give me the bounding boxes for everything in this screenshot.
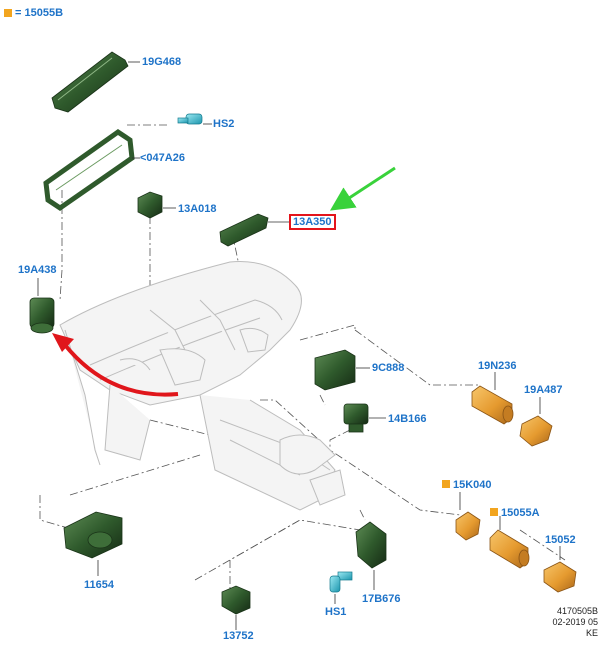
part-HS2-shape (177, 113, 203, 125)
part-11654-shape (63, 511, 123, 559)
legend: = 15055B (4, 7, 63, 19)
callout-19A487[interactable]: 19A487 (524, 384, 563, 396)
part-13A018-shape (137, 191, 163, 219)
footer-ref: 4170505B (556, 606, 598, 616)
part-047A26-shape (43, 128, 135, 212)
part-14B166-shape (343, 403, 369, 433)
part-15052-shape (543, 561, 577, 593)
callout-19G468[interactable]: 19G468 (142, 56, 182, 68)
callout-15055A-wrap[interactable]: 15055A (490, 507, 540, 519)
callout-15K040-wrap[interactable]: 15K040 (442, 479, 492, 491)
callout-HS2[interactable]: HS2 (213, 118, 235, 130)
instrument-panel (59, 260, 346, 511)
part-13752-shape (221, 585, 251, 615)
legend-marker (4, 9, 12, 17)
callout-HS1[interactable]: HS1 (325, 606, 347, 618)
footer-date: 02-2019 05 (552, 617, 598, 627)
part-19G468-shape (51, 51, 129, 113)
callout-15K040: 15K040 (453, 479, 492, 491)
green-arrow (329, 166, 396, 211)
part-15055A-shape (489, 529, 530, 569)
callout-13A018[interactable]: 13A018 (178, 203, 217, 215)
callout-19A438[interactable]: 19A438 (18, 264, 57, 276)
callout-14B166[interactable]: 14B166 (388, 413, 427, 425)
callout-13A350[interactable]: 13A350 (289, 214, 336, 230)
callout-19N236[interactable]: 19N236 (478, 360, 517, 372)
callout-15055A: 15055A (501, 507, 540, 519)
callout-15055A-marker (490, 508, 498, 516)
part-17B676-shape (355, 521, 387, 569)
part-19N236-shape (471, 385, 514, 425)
callout-11654[interactable]: 11654 (84, 579, 114, 591)
callout-15052[interactable]: 15052 (545, 534, 576, 546)
part-9C888-shape (314, 349, 356, 391)
footer-code: KE (585, 628, 598, 638)
red-arrow (52, 333, 179, 397)
part-HS1-shape (329, 571, 353, 593)
legend-text: = 15055B (15, 7, 64, 19)
callout-9C888[interactable]: 9C888 (372, 362, 405, 374)
callout-13752[interactable]: 13752 (223, 630, 254, 642)
callout-047A26[interactable]: <047A26 (140, 152, 185, 164)
callout-17B676[interactable]: 17B676 (362, 593, 401, 605)
part-19A438-shape (29, 297, 55, 334)
part-19A487-shape (519, 415, 553, 447)
part-13A350-shape (219, 213, 269, 247)
part-15K040-shape (455, 511, 481, 541)
footer-meta: 4170505B 02-2019 05 KE (552, 606, 598, 639)
leader-lines (39, 124, 566, 600)
callout-15K040-marker (442, 480, 450, 488)
